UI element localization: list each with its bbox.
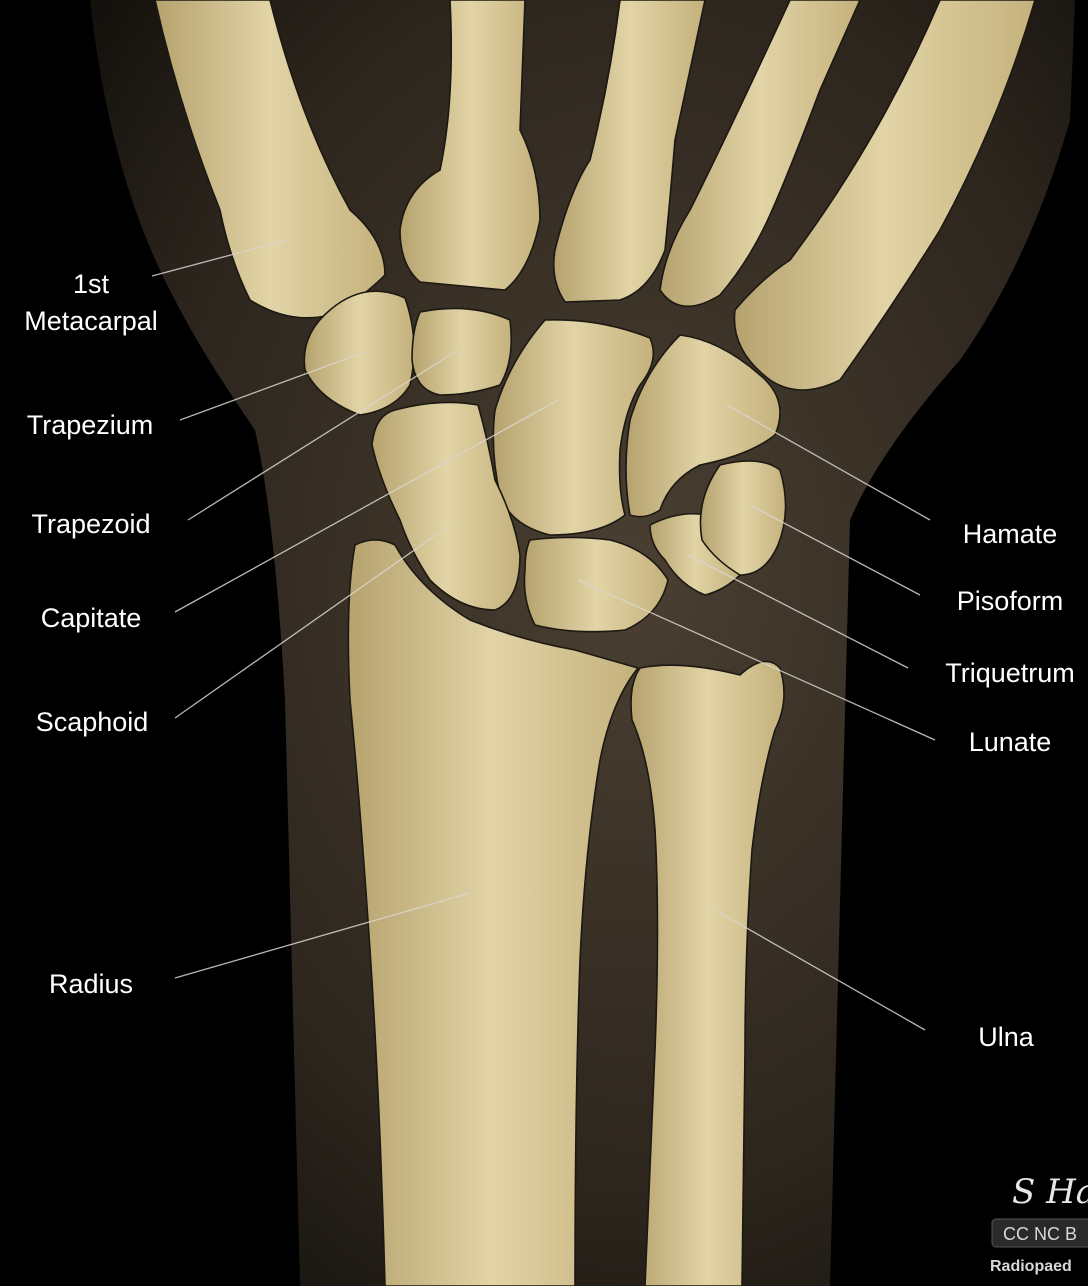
label-triquetrum: Triquetrum <box>945 658 1075 688</box>
label-scaphoid: Scaphoid <box>36 707 149 737</box>
label-capitate: Capitate <box>41 603 142 633</box>
label-first-metacarpal-line1: 1st <box>73 269 110 299</box>
author-signature: S Ha <box>1012 1172 1088 1212</box>
label-radius: Radius <box>49 969 133 999</box>
label-trapezoid: Trapezoid <box>31 509 150 539</box>
trapezoid-bone <box>412 308 511 395</box>
license-text: CC NC B <box>1003 1224 1077 1244</box>
label-pisoform: Pisoform <box>957 586 1064 616</box>
source-text: Radiopaed <box>990 1258 1072 1275</box>
label-first-metacarpal-line2: Metacarpal <box>24 306 158 336</box>
label-ulna: Ulna <box>978 1022 1035 1052</box>
label-trapezium: Trapezium <box>27 410 154 440</box>
label-hamate: Hamate <box>963 519 1058 549</box>
label-lunate: Lunate <box>969 727 1052 757</box>
